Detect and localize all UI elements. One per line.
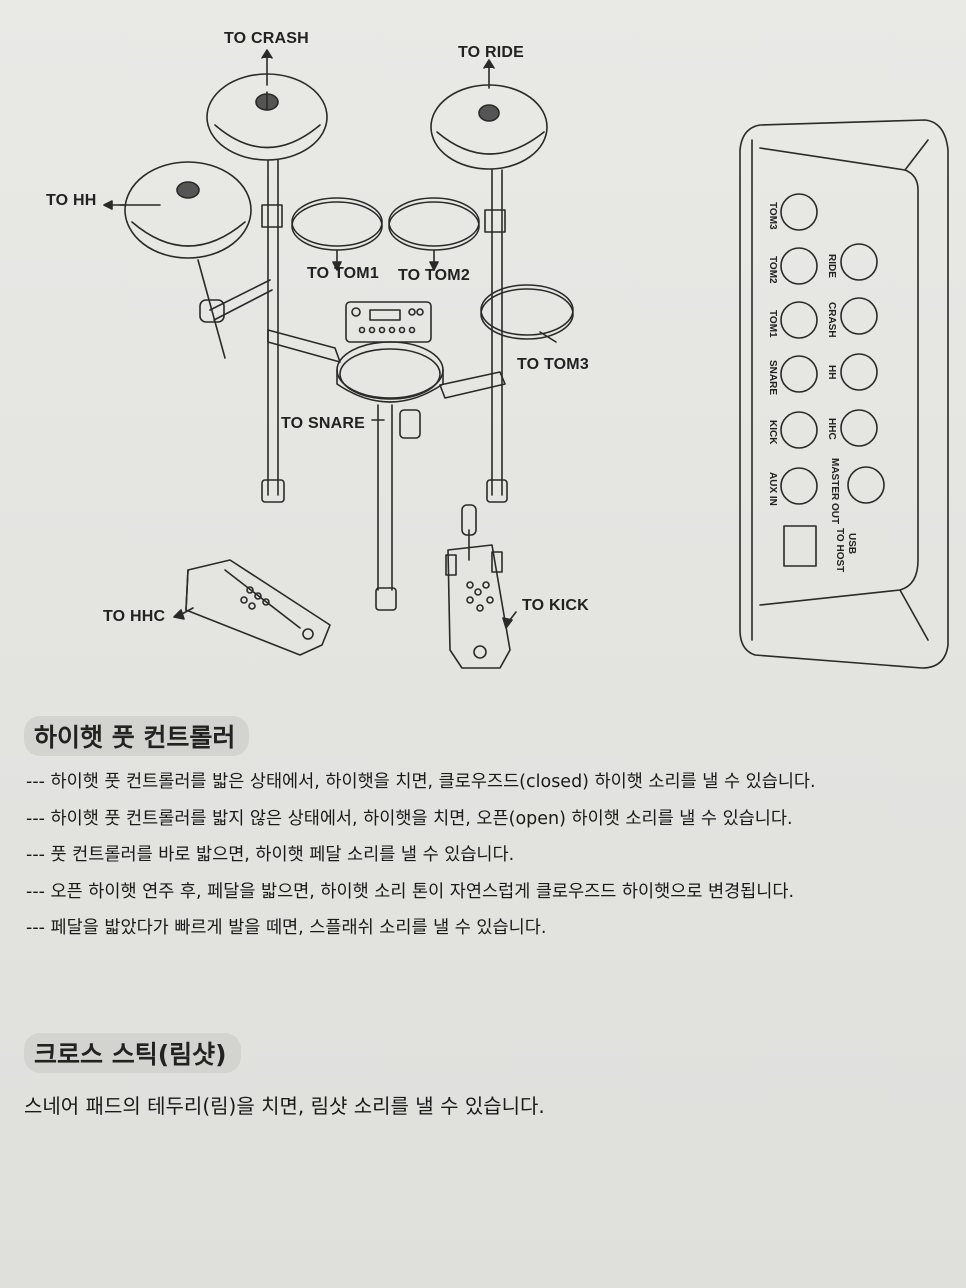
jack-label-crash: CRASH	[826, 302, 837, 338]
bullet-item: --- 오픈 하이햇 연주 후, 페달을 밟으면, 하이햇 소리 톤이 자연스럽…	[26, 881, 795, 902]
bullet-item: --- 풋 컨트롤러를 바로 밟으면, 하이햇 페달 소리를 낼 수 있습니다.	[26, 845, 515, 865]
hihat-cymbal	[119, 161, 252, 259]
bullet-item: --- 하이햇 풋 컨트롤러를 밟지 않은 상태에서, 하이햇을 치면, 오픈(…	[26, 808, 793, 829]
drum-module	[345, 301, 432, 343]
jack-label-tom3: TOM3	[767, 202, 778, 230]
tom1-pad	[291, 197, 383, 251]
label-to-tom1: TO TOM1	[307, 265, 379, 282]
label-to-tom3: TO TOM3	[517, 356, 589, 373]
jack-label-snare: SNARE	[767, 360, 778, 396]
jack-label-ride: RIDE	[826, 254, 837, 278]
module-jack-panel	[739, 119, 949, 669]
bullet-item: --- 페달을 밟았다가 빠르게 발을 떼면, 스플래쉬 소리를 낼 수 있습니…	[26, 918, 547, 938]
tom3-pad	[480, 284, 574, 340]
section-title-cross-stick: 크로스 스틱(림샷)	[24, 1033, 241, 1073]
label-to-crash: TO CRASH	[224, 30, 309, 47]
jack-label-hhc: HHC	[826, 418, 837, 440]
jack-label-tom2: TOM2	[767, 256, 778, 284]
jack-label-tom1: TOM1	[767, 310, 778, 338]
hhc-pedal	[185, 559, 331, 656]
bullet-item: --- 하이햇 풋 컨트롤러를 밟은 상태에서, 하이햇을 치면, 클로우즈드(…	[26, 772, 816, 792]
label-to-ride: TO RIDE	[458, 44, 525, 61]
jack-label-hh: HH	[826, 365, 837, 380]
ride-cymbal	[430, 84, 548, 170]
hihat-controller-bullets: --- 하이햇 풋 컨트롤러를 밟은 상태에서, 하이햇을 치면, 클로우즈드(…	[26, 764, 961, 947]
snare-pad	[336, 341, 444, 403]
section-title-hihat-controller: 하이햇 풋 컨트롤러	[24, 716, 250, 756]
usb-label-line2: TO HOST	[834, 528, 845, 573]
tom2-pad	[388, 197, 480, 251]
label-to-tom2: TO TOM2	[398, 267, 470, 284]
drum-kit-diagram	[103, 49, 949, 669]
crash-cymbal	[206, 73, 328, 161]
jack-label-kick: KICK	[767, 420, 778, 445]
jack-label-master-out: MASTER OUT	[829, 458, 840, 525]
label-to-snare: TO SNARE	[281, 415, 365, 432]
kick-pedal	[445, 504, 511, 669]
label-to-hh: TO HH	[46, 192, 97, 209]
jack-label-aux-in: AUX IN	[767, 472, 778, 506]
label-to-kick: TO KICK	[522, 597, 589, 614]
usb-label-line1: USB	[846, 533, 857, 555]
cross-stick-description: 스네어 패드의 테두리(림)을 치면, 림샷 소리를 낼 수 있습니다.	[24, 1094, 545, 1118]
label-to-hhc: TO HHC	[103, 608, 166, 625]
